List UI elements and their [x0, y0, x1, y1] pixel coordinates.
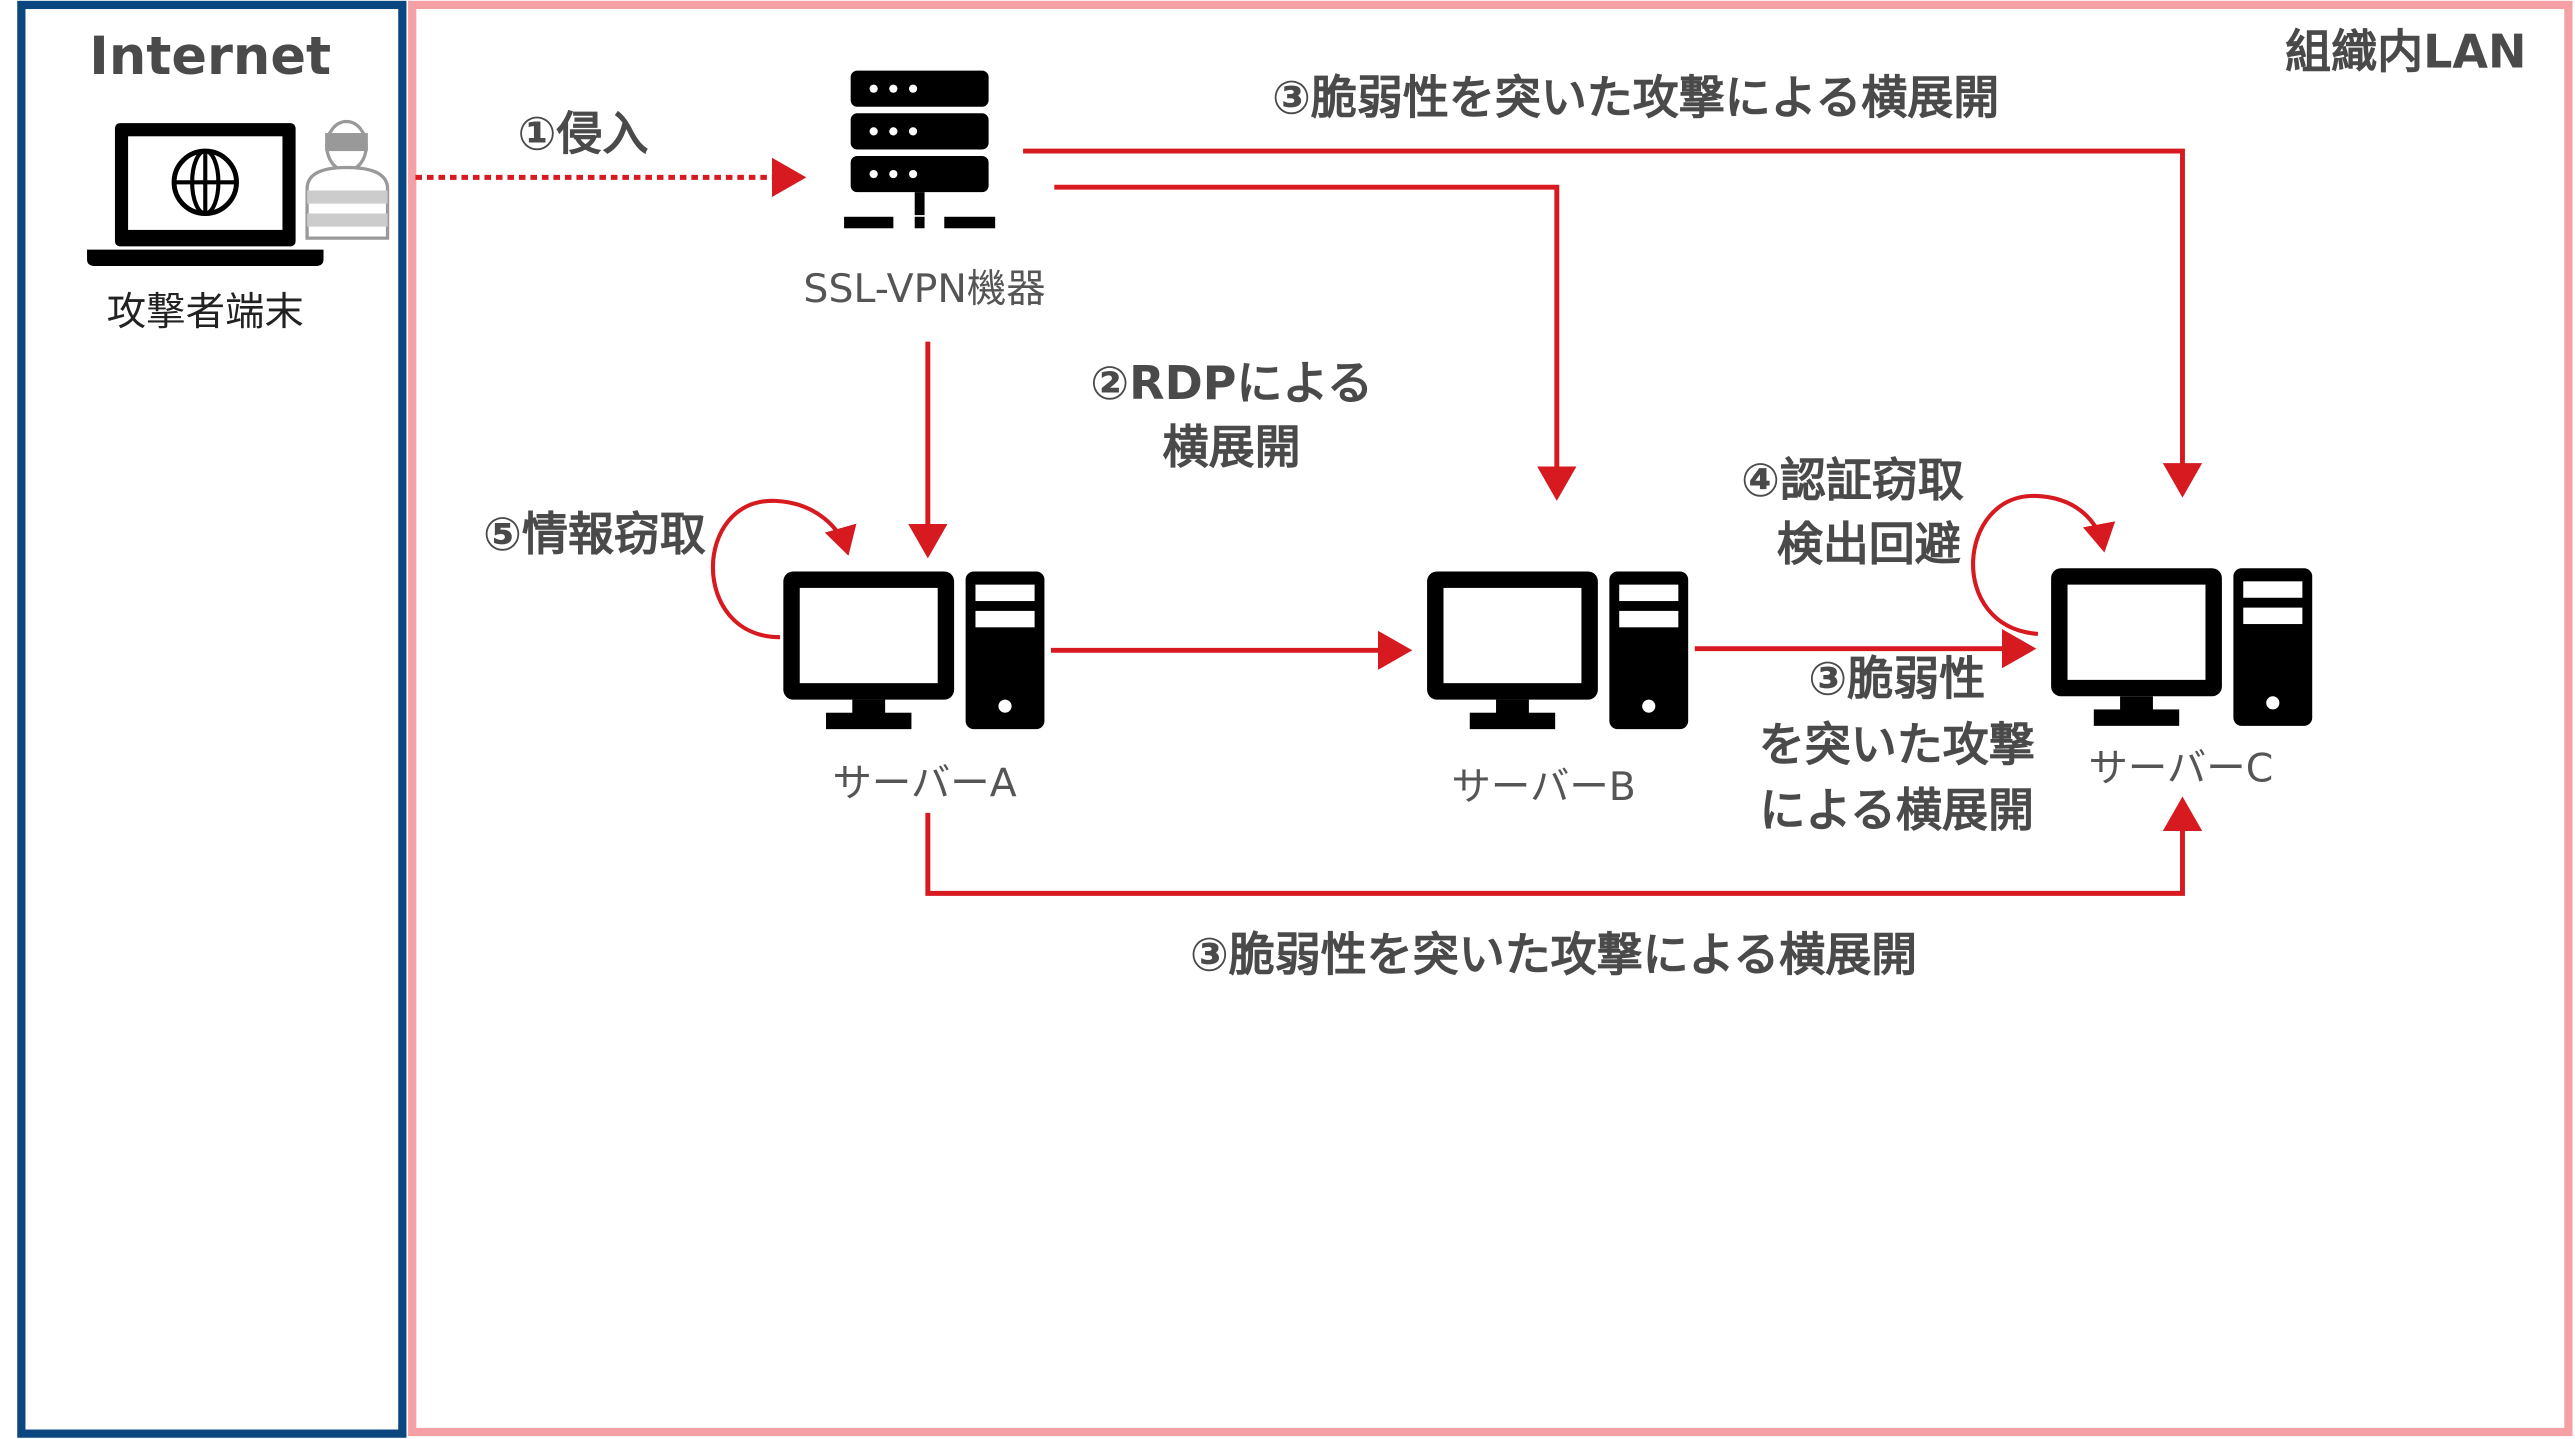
lan-zone [408, 0, 2573, 1437]
server-c-label: サーバーC [2088, 745, 2274, 792]
server-b-pc-icon [1427, 571, 1689, 730]
laptop-globe-icon [87, 123, 324, 267]
vuln-arrow-vpn-to-b [1054, 184, 1577, 501]
vuln-arrow-vpn-to-c [1023, 148, 2203, 498]
cred-loop-arrow [1971, 493, 2116, 636]
vpn-server-icon [844, 70, 996, 229]
exfil-loop-arrow [710, 498, 857, 640]
hacker-icon [305, 119, 390, 240]
server-b-label: サーバーB [1451, 763, 1636, 810]
vuln-mid-label-line2: を突いた攻撃 [1758, 717, 2035, 772]
server-a-label: サーバーA [832, 760, 1017, 807]
rdp-label-line2: 横展開 [1162, 420, 1301, 475]
vuln-arrow-a-to-c-bottom [925, 796, 2203, 896]
server-c-pc-icon [2051, 568, 2313, 726]
vuln-mid-label-line3: による横展開 [1759, 783, 2035, 838]
vuln-top-label: ③脆弱性を突いた攻撃による横展開 [1271, 70, 2000, 125]
vpn-label: SSL-VPN機器 [803, 266, 1046, 313]
internet-zone [17, 0, 407, 1438]
rdp-label-line1: ②RDPによる [1090, 356, 1374, 411]
internet-zone-label: Internet [89, 24, 332, 88]
vuln-bottom-label: ③脆弱性を突いた攻撃による横展開 [1189, 927, 1918, 983]
intrusion-label: ①侵入 [517, 106, 649, 161]
server-a-pc-icon [783, 571, 1045, 730]
exfil-label: ⑤情報窃取 [483, 507, 706, 562]
lan-zone-label: 組織内LAN [2285, 24, 2527, 79]
cred-label-line2: 検出回避 [1776, 517, 1961, 572]
vuln-mid-label-line1: ③脆弱性 [1808, 651, 1986, 707]
cred-label-line1: ④認証窃取 [1740, 453, 1964, 508]
attacker-label: 攻撃者端末 [106, 289, 304, 336]
